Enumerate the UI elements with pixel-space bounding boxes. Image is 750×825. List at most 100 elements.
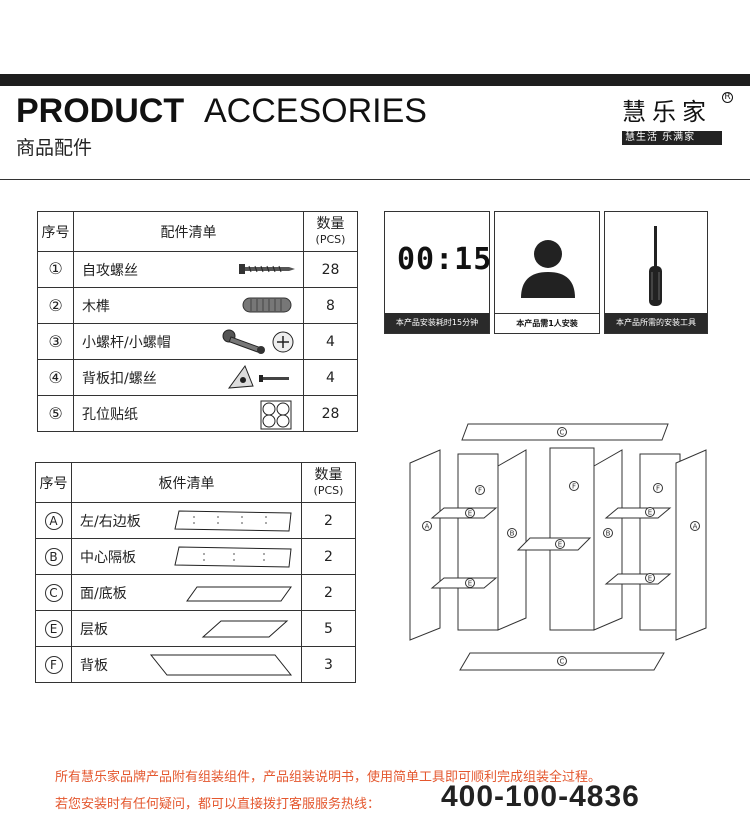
table-row: ④ 背板扣/螺丝 4 bbox=[37, 359, 358, 396]
header-qty-label: 数量 bbox=[314, 466, 343, 483]
footer-note-assembly: 所有慧乐家品牌产品附有组装组件，产品组装说明书，使用简单工具即可顺利完成组装全过… bbox=[55, 770, 602, 785]
page-title-bold: PRODUCT bbox=[16, 92, 185, 130]
clock-display-icon: 00:15 bbox=[397, 242, 493, 277]
row-qty: 28 bbox=[303, 251, 358, 288]
label-right-side: A bbox=[693, 523, 698, 531]
exploded-assembly-diagram: C C A A B B F F F E E E E E bbox=[409, 423, 707, 671]
row-name: 木榫 bbox=[82, 298, 110, 315]
row-qty: 2 bbox=[301, 574, 356, 611]
row-index: ⑤ bbox=[48, 404, 63, 423]
row-qty: 5 bbox=[301, 610, 356, 647]
row-qty: 28 bbox=[303, 395, 358, 432]
shelf-icon bbox=[201, 620, 289, 638]
table-row: ③ 小螺杆/小螺帽 4 bbox=[37, 323, 358, 360]
page-subtitle: 商品配件 bbox=[16, 137, 93, 159]
row-name: 左/右边板 bbox=[80, 513, 141, 530]
row-index: ④ bbox=[48, 368, 63, 387]
table-row: A 左/右边板 2 bbox=[35, 502, 356, 539]
label-center-left: B bbox=[510, 530, 515, 538]
top-dark-bar bbox=[0, 74, 750, 86]
row-index: E bbox=[44, 619, 63, 638]
shelf-shape bbox=[430, 577, 498, 589]
label-back-right: F bbox=[656, 485, 660, 493]
person-icon bbox=[521, 240, 575, 298]
header-qty-unit: (PCS) bbox=[313, 483, 344, 497]
registered-mark: R bbox=[722, 92, 733, 103]
table-row: F 背板 3 bbox=[35, 646, 356, 683]
boards-table: 序号 板件清单 数量(PCS) A 左/右边板 2 B 中心隔板 2 C 面/底… bbox=[35, 462, 356, 683]
header-index: 序号 bbox=[35, 462, 72, 503]
screwdriver-icon bbox=[649, 226, 662, 306]
row-qty: 4 bbox=[303, 323, 358, 360]
row-index: A bbox=[44, 511, 63, 530]
row-name: 背板 bbox=[80, 657, 108, 674]
hole-sticker-icon bbox=[260, 400, 292, 430]
installer-count-caption: 本产品需1人安装 bbox=[495, 313, 599, 333]
row-name: 面/底板 bbox=[80, 585, 127, 602]
table-row: ② 木榫 8 bbox=[37, 287, 358, 324]
row-index: ② bbox=[48, 296, 63, 315]
header-divider bbox=[0, 179, 750, 180]
brand-slogan: 慧生活 乐满家 bbox=[622, 131, 722, 145]
label-shelf: E bbox=[468, 510, 472, 518]
header-name: 板件清单 bbox=[71, 462, 302, 503]
row-index: F bbox=[44, 655, 63, 674]
row-index: B bbox=[44, 547, 63, 566]
screw-icon bbox=[239, 264, 295, 274]
cam-bolt-icon bbox=[222, 329, 294, 354]
table-row: C 面/底板 2 bbox=[35, 574, 356, 611]
table-row: E 层板 5 bbox=[35, 610, 356, 647]
table-header-row: 序号 板件清单 数量(PCS) bbox=[35, 462, 356, 503]
footer-note-hotline: 若您安装时有任何疑问，都可以直接拨打客服服务热线： bbox=[55, 797, 381, 812]
side-panel-icon bbox=[174, 510, 292, 532]
row-name: 孔位贴纸 bbox=[82, 406, 138, 423]
row-qty: 2 bbox=[301, 538, 356, 575]
label-bottom-panel: C bbox=[560, 658, 565, 666]
label-top-panel: C bbox=[560, 429, 565, 437]
shelf-shape bbox=[430, 507, 498, 519]
center-divider-left-shape bbox=[497, 449, 527, 631]
back-panel-left-shape bbox=[457, 453, 499, 631]
row-qty: 3 bbox=[301, 646, 356, 683]
label-shelf: E bbox=[648, 509, 652, 517]
center-divider-right-shape bbox=[593, 449, 623, 631]
back-panel-right-shape bbox=[639, 453, 681, 631]
label-center-right: B bbox=[606, 530, 611, 538]
row-name: 层板 bbox=[80, 621, 108, 638]
back-panel-clip-icon bbox=[227, 364, 289, 389]
dowel-icon bbox=[242, 297, 292, 313]
top-bottom-panel-icon bbox=[186, 586, 292, 602]
right-side-panel-shape bbox=[675, 449, 707, 641]
tools-caption: 本产品所需的安装工具 bbox=[605, 313, 707, 333]
header-qty-label: 数量 bbox=[316, 215, 345, 232]
label-shelf: E bbox=[648, 575, 652, 583]
label-shelf: E bbox=[468, 580, 472, 588]
header-qty: 数量(PCS) bbox=[301, 462, 356, 503]
row-index: ① bbox=[48, 258, 63, 278]
left-side-panel-shape bbox=[409, 449, 441, 641]
label-left-side: A bbox=[425, 523, 430, 531]
table-row: ① 自攻螺丝 28 bbox=[37, 251, 358, 288]
table-row: ⑤ 孔位贴纸 28 bbox=[37, 395, 358, 432]
installer-count-box: 本产品需1人安装 bbox=[494, 211, 600, 334]
label-shelf: E bbox=[558, 541, 562, 549]
row-name: 背板扣/螺丝 bbox=[82, 370, 157, 387]
row-name: 中心隔板 bbox=[80, 549, 136, 566]
header-qty-unit: (PCS) bbox=[315, 232, 346, 246]
row-qty: 2 bbox=[301, 502, 356, 539]
accessories-table: 序号 配件清单 数量(PCS) ① 自攻螺丝 28 ② 木榫 8 ③ 小螺杆 bbox=[37, 211, 358, 432]
brand-logo: 慧乐家 R 慧生活 乐满家 bbox=[622, 92, 734, 145]
page-title-light: ACCESORIES bbox=[204, 92, 427, 130]
label-back-middle: F bbox=[572, 483, 576, 491]
header-index: 序号 bbox=[37, 211, 74, 252]
row-index: ③ bbox=[48, 332, 63, 351]
header-qty: 数量(PCS) bbox=[303, 211, 358, 252]
back-panel-icon bbox=[149, 654, 293, 676]
shelf-shape bbox=[604, 573, 672, 585]
center-divider-icon bbox=[174, 546, 292, 568]
install-time-box: 00:15 本产品安装耗时15分钟 bbox=[384, 211, 493, 334]
table-header-row: 序号 配件清单 数量(PCS) bbox=[37, 211, 358, 252]
shelf-shape bbox=[604, 507, 672, 519]
row-qty: 4 bbox=[303, 359, 358, 396]
tools-box: 本产品所需的安装工具 bbox=[604, 211, 708, 334]
